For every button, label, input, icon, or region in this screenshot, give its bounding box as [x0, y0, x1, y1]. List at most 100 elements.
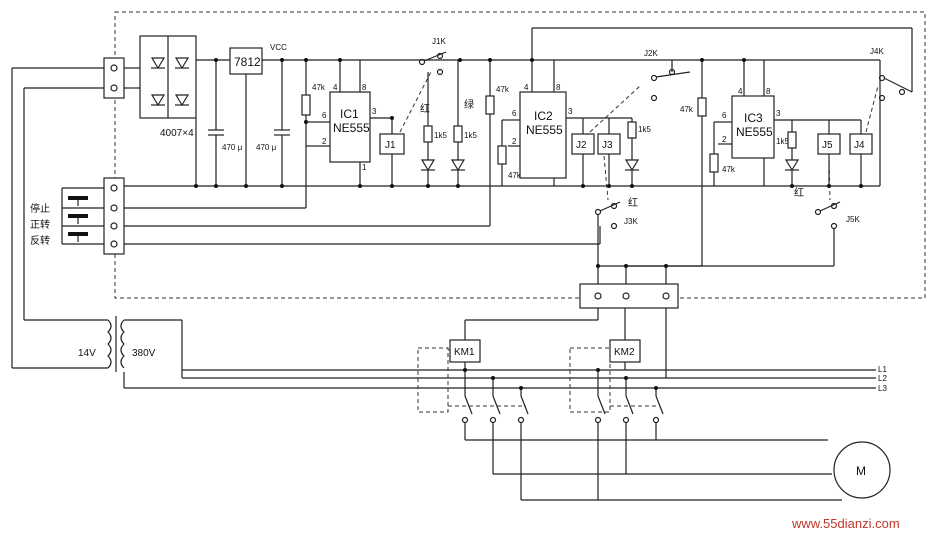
resistor-47k-ic3-a — [697, 60, 707, 266]
reverse-button[interactable] — [62, 232, 104, 245]
resistor-47k-ic3-b — [709, 121, 719, 186]
svg-text:J3: J3 — [602, 140, 613, 151]
resistor-1k5-c — [614, 117, 637, 160]
svg-text:J1: J1 — [385, 140, 396, 151]
motor: M — [833, 441, 891, 499]
svg-text:NE555: NE555 — [736, 125, 773, 139]
cap1-label: 470 μ — [222, 143, 243, 152]
transformer-primary-label: 380V — [132, 348, 156, 359]
resistor-47k-ic2-a — [485, 60, 495, 226]
output-terminal-block — [579, 283, 679, 309]
svg-text:NE555: NE555 — [333, 121, 370, 135]
r1k5-c-label: 1k5 — [638, 125, 651, 134]
relay-j3: J3 — [597, 133, 621, 186]
stop-button[interactable] — [62, 196, 104, 209]
svg-text:1: 1 — [362, 163, 367, 172]
j5k-label: J5K — [846, 215, 860, 224]
led-red-label-3: 红 — [794, 186, 804, 199]
svg-text:2: 2 — [722, 135, 727, 144]
forward-button[interactable] — [62, 214, 104, 227]
svg-text:J5: J5 — [822, 140, 833, 151]
ic3-ne555: IC3 NE555 4 8 6 2 3 — [718, 60, 818, 186]
switch-j5k — [814, 155, 841, 266]
r-ic2a-label: 47k — [496, 85, 510, 94]
capacitor-2 — [274, 60, 290, 186]
resistor-1k5-d — [787, 120, 797, 160]
switch-j4k — [865, 74, 913, 133]
bridge-rectifier — [124, 35, 197, 119]
svg-text:M: M — [856, 464, 866, 478]
transformer-secondary-label: 14V — [78, 348, 96, 359]
ic1-ne555: IC1 NE555 4 8 6 2 3 1 — [318, 60, 390, 186]
reverse-button-label: 反转 — [30, 234, 50, 247]
svg-text:NE555: NE555 — [526, 123, 563, 137]
ic2-ne555: IC2 NE555 4 8 6 2 3 — [508, 60, 590, 186]
contactor-km2-coil: KM2 — [609, 339, 641, 363]
svg-text:J2: J2 — [576, 140, 587, 151]
led-red-label-2: 红 — [628, 196, 638, 209]
svg-text:4: 4 — [738, 87, 743, 96]
l1-label: L1 — [878, 365, 887, 374]
j4k-label: J4K — [870, 47, 884, 56]
resistor-47k-ic2-b — [497, 119, 508, 186]
resistor-47k-ic1 — [301, 60, 318, 147]
svg-text:J4: J4 — [854, 140, 865, 151]
led-green-label: 绿 — [464, 98, 474, 111]
r1k5-a-label: 1k5 — [434, 131, 447, 140]
control-board-outline — [114, 11, 926, 299]
svg-text:IC2: IC2 — [534, 109, 553, 123]
svg-text:2: 2 — [512, 137, 517, 146]
junctions — [194, 58, 863, 390]
svg-text:3: 3 — [776, 109, 781, 118]
switch-j2k — [589, 60, 691, 133]
led-red-2 — [624, 159, 640, 186]
r1k5-b-label: 1k5 — [464, 131, 477, 140]
regulator-7812: 7812 — [229, 47, 263, 186]
svg-text:2: 2 — [322, 137, 327, 146]
forward-button-label: 正转 — [30, 218, 50, 231]
svg-text:4: 4 — [524, 83, 529, 92]
relay-j4: J4 — [818, 119, 873, 186]
svg-text:7812: 7812 — [234, 55, 261, 69]
capacitor-1 — [208, 60, 224, 186]
svg-text:6: 6 — [512, 109, 517, 118]
switch-j3k — [594, 155, 621, 266]
svg-text:IC1: IC1 — [340, 107, 359, 121]
svg-text:8: 8 — [362, 83, 367, 92]
transformer — [107, 316, 125, 372]
j3k-label: J3K — [624, 217, 638, 226]
j1k-label: J1K — [432, 37, 446, 46]
led-red-1 — [420, 159, 436, 186]
svg-text:KM1: KM1 — [454, 347, 475, 358]
contactor-km1-coil: KM1 — [449, 339, 481, 363]
svg-text:4: 4 — [333, 83, 338, 92]
led-red-label-1: 红 — [420, 102, 430, 115]
r-ic2b-label: 47k — [508, 171, 522, 180]
led-red-3 — [784, 159, 800, 186]
svg-text:3: 3 — [568, 107, 573, 116]
svg-text:8: 8 — [766, 87, 771, 96]
resistor-1k5-a — [423, 72, 433, 160]
stop-button-label: 停止 — [30, 202, 50, 215]
svg-text:KM2: KM2 — [614, 347, 635, 358]
button-terminal-strip — [103, 177, 125, 255]
resistor-1k5-b — [453, 60, 463, 160]
r-ic3b-label: 47k — [722, 165, 736, 174]
svg-text:6: 6 — [322, 111, 327, 120]
svg-text:8: 8 — [556, 83, 561, 92]
km2-contacts — [569, 347, 664, 424]
cap2-label: 470 μ — [256, 143, 277, 152]
diodes-label: 4007×4 — [160, 128, 194, 139]
j2k-label: J2K — [644, 49, 658, 58]
watermark: www.55dianzi.com — [791, 516, 900, 531]
led-green — [450, 159, 466, 186]
svg-text:6: 6 — [722, 111, 727, 120]
relay-j2: J2 — [571, 133, 595, 186]
r-ic1-label: 47k — [312, 83, 326, 92]
l3-label: L3 — [878, 384, 887, 393]
svg-text:3: 3 — [372, 107, 377, 116]
vcc-label: VCC — [270, 43, 287, 52]
relay-j5: J5 — [817, 120, 841, 186]
l2-label: L2 — [878, 374, 887, 383]
